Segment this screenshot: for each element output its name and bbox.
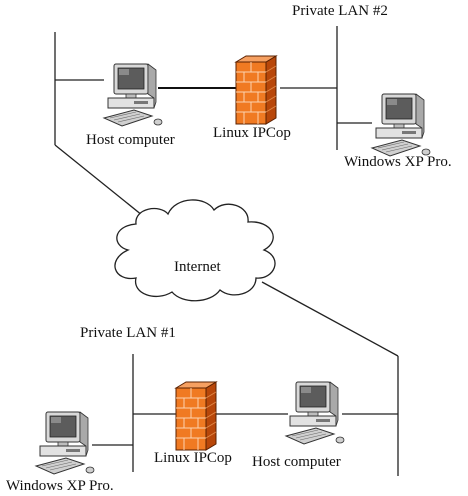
firewall-top-icon xyxy=(235,55,277,125)
internet-cloud-icon xyxy=(114,199,276,302)
windows-xp-top-icon xyxy=(371,93,431,157)
host-computer-top-label: Host computer xyxy=(86,132,175,148)
host-computer-bottom-label: Host computer xyxy=(252,454,341,470)
windows-xp-bottom-icon xyxy=(35,411,95,475)
firewall-bottom-icon xyxy=(175,381,217,451)
lan2-wiring xyxy=(54,26,372,229)
host-computer-bottom-icon xyxy=(285,381,345,445)
lan1-title: Private LAN #1 xyxy=(80,325,176,341)
linux-ipcop-bottom-label: Linux IPCop xyxy=(154,450,232,466)
windows-xp-top-label: Windows XP Pro. xyxy=(344,154,452,170)
internet-label: Internet xyxy=(174,259,221,275)
lan2-title: Private LAN #2 xyxy=(292,3,388,19)
lan1-wiring xyxy=(92,281,399,476)
host-computer-top-icon xyxy=(103,63,163,127)
windows-xp-bottom-label: Windows XP Pro. xyxy=(6,478,114,494)
linux-ipcop-top-label: Linux IPCop xyxy=(213,125,291,141)
